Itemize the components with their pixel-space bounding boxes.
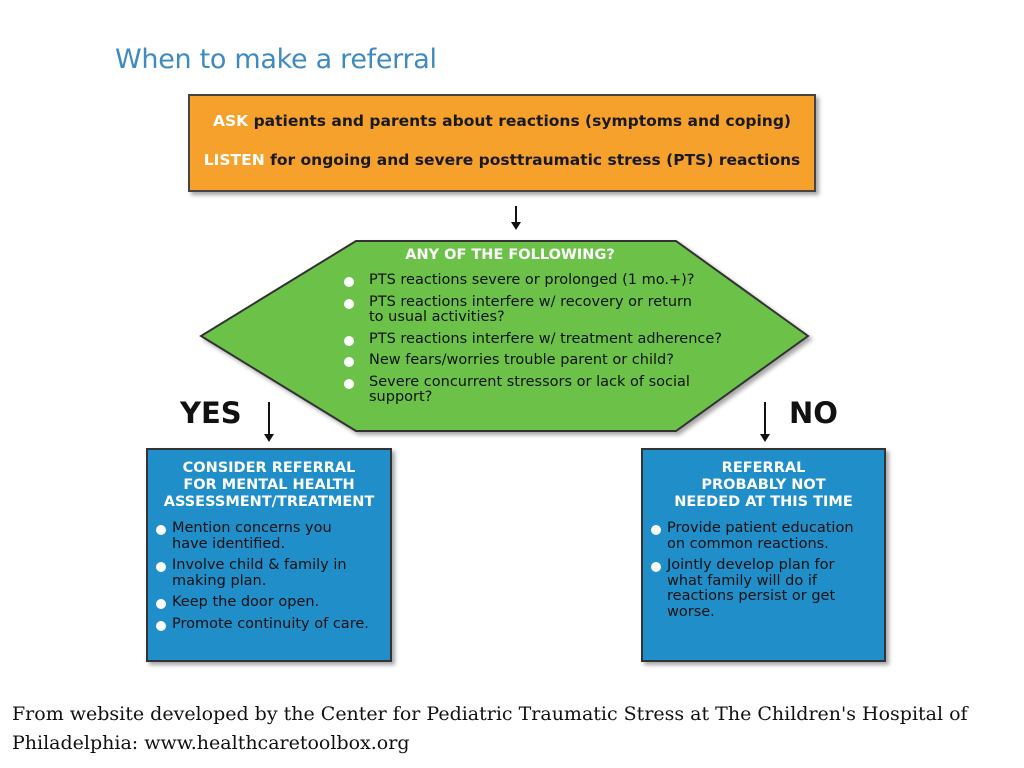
bullet-icon <box>651 562 661 572</box>
yes-label: YES <box>180 396 242 430</box>
listen-text: for ongoing and severe posttraumatic str… <box>264 151 801 169</box>
source-footer: From website developed by the Center for… <box>12 703 968 754</box>
bullet-icon <box>156 620 166 631</box>
bullet-icon <box>156 562 166 572</box>
yes-box-list: Mention concerns you have identified. In… <box>148 520 390 633</box>
ask-text: patients and parents about reactions (sy… <box>248 112 791 130</box>
list-item: Keep the door open. <box>156 594 390 611</box>
question-item: PTS reactions interfere w/ recovery or r… <box>344 294 722 326</box>
question-item: Severe concurrent stressors or lack of s… <box>344 374 722 406</box>
ask-listen-box: ASK patients and parents about reactions… <box>188 94 816 192</box>
no-box-list: Provide patient education on common reac… <box>643 520 884 620</box>
ask-keyword: ASK <box>213 112 249 130</box>
bullet-icon <box>344 335 354 346</box>
question-item: PTS reactions severe or prolonged (1 mo.… <box>344 272 722 289</box>
list-item: Promote continuity of care. <box>156 616 390 633</box>
list-item: Provide patient education on common reac… <box>651 520 884 552</box>
referral-no-box: REFERRAL PROBABLY NOT NEEDED AT THIS TIM… <box>641 448 886 662</box>
bullet-icon <box>344 378 354 389</box>
list-item: Mention concerns you have identified. <box>156 520 390 552</box>
listen-line: LISTEN for ongoing and severe posttrauma… <box>190 151 814 169</box>
referral-yes-box: CONSIDER REFERRAL FOR MENTAL HEALTH ASSE… <box>146 448 392 662</box>
yes-box-title: CONSIDER REFERRAL FOR MENTAL HEALTH ASSE… <box>163 460 375 510</box>
bullet-icon <box>156 525 166 535</box>
page-title: When to make a referral <box>115 44 437 75</box>
question-list: PTS reactions severe or prolonged (1 mo.… <box>344 272 722 412</box>
ask-line: ASK patients and parents about reactions… <box>190 112 814 130</box>
bullet-icon <box>344 277 354 287</box>
question-item: New fears/worries trouble parent or chil… <box>344 352 722 369</box>
list-item: Involve child & family in making plan. <box>156 557 390 589</box>
list-item: Jointly develop plan for what family wil… <box>651 557 884 620</box>
bullet-icon <box>156 599 166 609</box>
question-title: ANY OF THE FOLLOWING? <box>405 247 615 263</box>
bullet-icon <box>344 357 354 367</box>
question-item: PTS reactions interfere w/ treatment adh… <box>344 331 722 348</box>
no-box-title: REFERRAL PROBABLY NOT NEEDED AT THIS TIM… <box>674 460 853 510</box>
no-label: NO <box>789 396 838 430</box>
bullet-icon <box>344 298 354 309</box>
bullet-icon <box>651 525 661 535</box>
listen-keyword: LISTEN <box>203 151 265 169</box>
